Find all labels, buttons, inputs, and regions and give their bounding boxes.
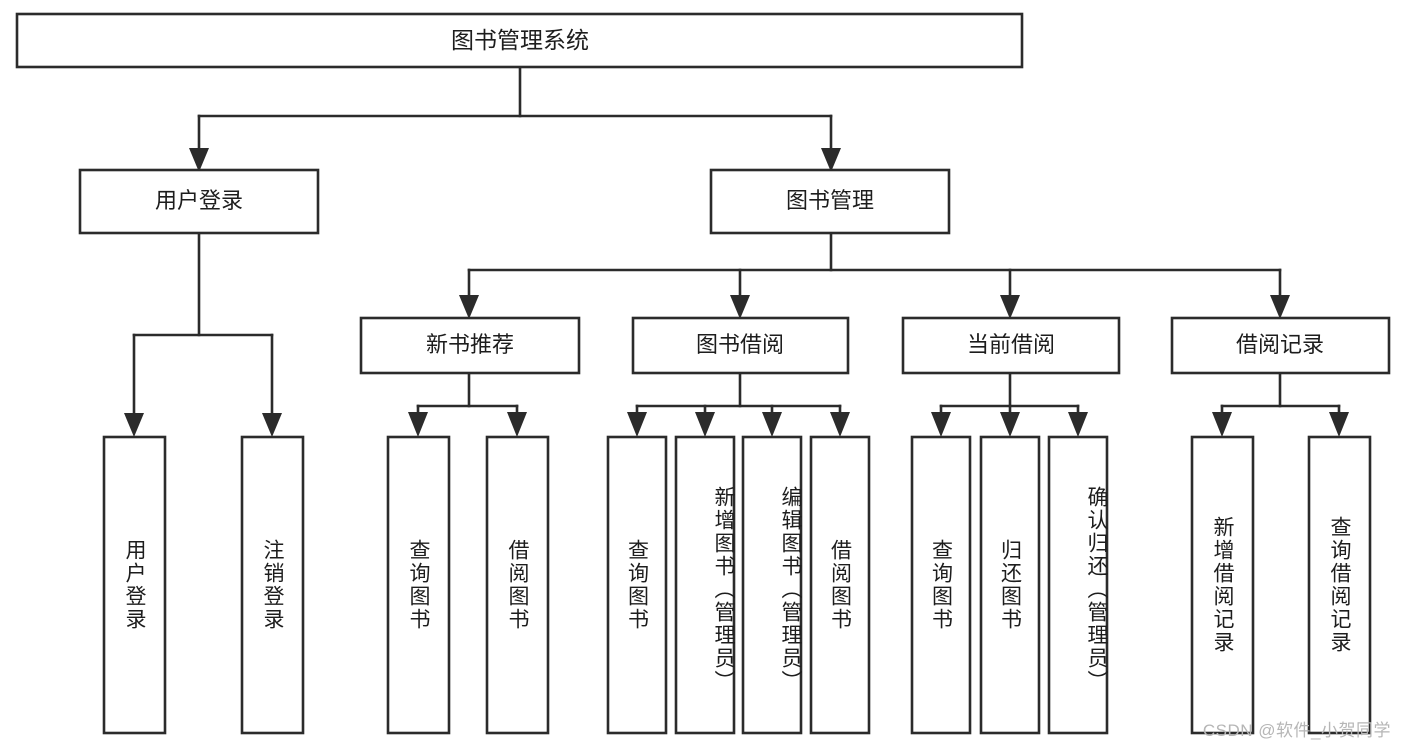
leaf-box-query-borrow-record[interactable] [1307,435,1372,735]
arrow-head-book-mgmt [821,148,841,172]
leaf-box-add-borrow-record[interactable] [1190,435,1255,735]
node-new-book-recommend[interactable]: 新书推荐 [359,316,581,375]
arrow-head-l3-2 [730,295,750,319]
arrow-head-leaf-n2 [507,412,527,437]
leaf-box-borrow-book[interactable] [809,435,871,735]
node-book-management[interactable]: 图书管理 [709,168,951,235]
node-book-borrow[interactable]: 图书借阅 [631,316,850,375]
node-book-borrow-box[interactable] [631,316,850,375]
node-current-borrow[interactable]: 当前借阅 [901,316,1121,375]
arrow-head-leaf-b2 [695,412,715,437]
arrow-head-leaf-r2 [1329,412,1349,437]
leaf-box-query-book-borrow[interactable] [606,435,668,735]
arrow-head-leaf-c1 [931,412,951,437]
arrow-head-l3-1 [459,295,479,319]
arrow-head-leaf-u1 [124,413,144,437]
connector-book-mgmt-to-level3 [459,231,1290,319]
leaf-box-query-book-recommend[interactable] [386,435,451,735]
node-new-book-recommend-box[interactable] [359,316,581,375]
node-book-management-box[interactable] [709,168,951,235]
node-root-label: 图书管理系统 [451,27,589,53]
arrow-head-l3-3 [1000,295,1020,319]
arrow-head-leaf-c3 [1068,412,1088,437]
arrow-head-leaf-c2 [1000,412,1020,437]
leaf-box-return-book[interactable] [979,435,1041,735]
node-user-login[interactable]: 用户登录 [78,168,320,235]
leaf-box-logout[interactable] [240,435,305,735]
arrow-head-leaf-b1 [627,412,647,437]
node-root[interactable]: 图书管理系统 [15,12,1024,69]
arrow-head-leaf-r1 [1212,412,1232,437]
node-new-book-recommend-label: 新书推荐 [426,332,514,357]
connector-root-to-level2 [189,65,841,172]
node-borrow-record-label: 借阅记录 [1236,332,1324,357]
node-borrow-record-box[interactable] [1170,316,1391,375]
connector-borrow-record-to-leaves [1212,371,1349,437]
connector-user-login-to-leaves [124,231,282,437]
leaf-box-add-book-admin[interactable] [674,435,736,735]
leaf-box-borrow-book-recommend[interactable] [485,435,550,735]
watermark: CSDN @软件_小贺同学 [1202,721,1391,740]
node-book-borrow-label: 图书借阅 [696,332,784,357]
node-user-login-box[interactable] [78,168,320,235]
arrow-head-l3-4 [1270,295,1290,319]
node-user-login-label: 用户登录 [155,188,243,213]
connector-new-book-to-leaves [408,371,527,437]
connector-current-borrow-to-leaves [931,371,1088,437]
node-borrow-record[interactable]: 借阅记录 [1170,316,1391,375]
arrow-head-leaf-u2 [262,413,282,437]
node-root-box[interactable] [15,12,1024,69]
arrow-head-leaf-b4 [830,412,850,437]
leaf-box-query-book-current[interactable] [910,435,972,735]
arrow-head-leaf-n1 [408,412,428,437]
arrow-head-leaf-b3 [762,412,782,437]
node-book-management-label: 图书管理 [786,188,874,213]
leaf-box-user-login[interactable] [102,435,167,735]
connector-book-borrow-to-leaves [627,371,850,437]
node-current-borrow-box[interactable] [901,316,1121,375]
leaf-box-confirm-return-admin[interactable] [1047,435,1109,735]
leaf-box-edit-book-admin[interactable] [741,435,803,735]
node-current-borrow-label: 当前借阅 [967,332,1055,357]
arrow-head-user-login [189,148,209,172]
